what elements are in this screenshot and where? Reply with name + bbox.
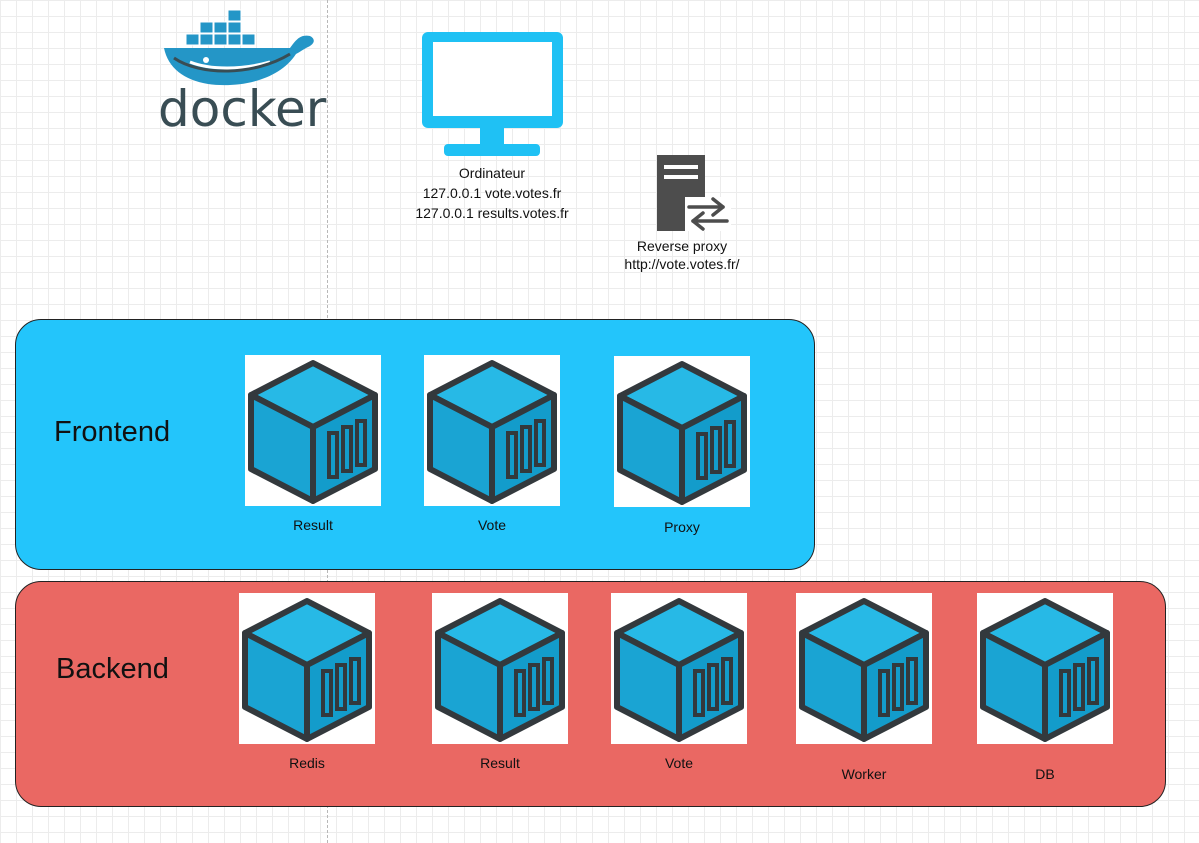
docker-whale-icon [150, 0, 320, 140]
backend-container-label: Redis [289, 755, 325, 771]
computer-host-2: 127.0.0.1 results.votes.fr [415, 205, 569, 221]
frontend-container-vote-icon [424, 355, 560, 506]
backend-zone [15, 581, 1166, 807]
backend-container-worker-icon [796, 593, 932, 744]
backend-container-vote-icon [611, 593, 747, 744]
backend-container-label: Worker [841, 766, 887, 782]
backend-container-db-icon [977, 593, 1113, 744]
proxy-title: Reverse proxy [636, 238, 728, 254]
backend-container-redis-icon [239, 593, 375, 744]
proxy-caption: Reverse proxy http://vote.votes.fr/ [582, 237, 782, 273]
backend-title: Backend [56, 653, 169, 685]
monitor-icon [420, 30, 565, 158]
backend-container-label: Vote [664, 755, 694, 771]
frontend-container-proxy-icon [614, 356, 750, 507]
frontend-container-result-icon [245, 355, 381, 506]
backend-container-label: DB [1035, 766, 1055, 782]
computer-caption: Ordinateur 127.0.0.1 vote.votes.fr 127.0… [392, 163, 592, 223]
backend-container-result-icon [432, 593, 568, 744]
backend-container-label: Result [480, 755, 520, 771]
proxy-url: http://vote.votes.fr/ [624, 256, 740, 272]
frontend-container-label: Result [293, 517, 333, 533]
frontend-container-label: Proxy [664, 519, 700, 535]
docker-wordmark: docker [158, 80, 327, 138]
computer-host-1: 127.0.0.1 vote.votes.fr [422, 185, 562, 201]
computer-title: Ordinateur [458, 165, 526, 181]
reverse-proxy-server-icon [655, 155, 731, 235]
frontend-title: Frontend [54, 416, 171, 448]
frontend-container-label: Vote [477, 517, 507, 533]
